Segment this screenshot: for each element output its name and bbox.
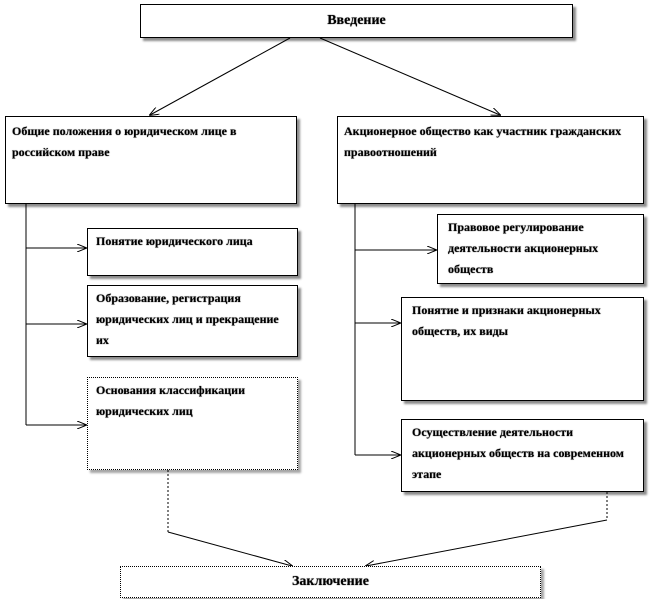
left-item-1-label: Понятие юридического лица (96, 234, 253, 248)
left-item-1-box: Понятие юридического лица (87, 228, 298, 276)
right-main-box: Акционерное общество как участник гражда… (337, 116, 644, 204)
conclusion-box: Заключение (120, 566, 541, 598)
arrow-left-to-bottom (167, 531, 292, 566)
right-item-2-box: Понятие и признаки акционерных обществ, … (401, 297, 644, 401)
intro-box: Введение (140, 4, 573, 38)
arrow-to-left-main (150, 37, 291, 115)
arrow-to-right-main (319, 37, 500, 115)
conclusion-label: Заключение (292, 574, 369, 589)
left-item-3-box: Основания классификации юридических лиц (87, 377, 298, 470)
right-item-2-label: Понятие и признаки акционерных обществ, … (412, 303, 601, 338)
right-item-1-label: Правовое регулирование деятельности акци… (448, 220, 599, 276)
right-item-3-label: Осуществление деятельности акционерных о… (412, 425, 624, 481)
left-item-3-label: Основания классификации юридических лиц (96, 383, 245, 418)
left-main-label: Общие положения о юридическом лице в рос… (12, 124, 237, 159)
arrow-right-to-bottom (366, 519, 608, 566)
intro-label: Введение (327, 13, 386, 28)
right-item-3-box: Осуществление деятельности акционерных о… (401, 419, 644, 492)
left-main-box: Общие положения о юридическом лице в рос… (5, 116, 297, 204)
left-item-2-box: Образование, регистрация юридических лиц… (87, 285, 298, 357)
left-item-2-label: Образование, регистрация юридических лиц… (96, 291, 279, 347)
right-main-label: Акционерное общество как участник гражда… (344, 124, 622, 159)
right-item-1-box: Правовое регулирование деятельности акци… (437, 214, 644, 284)
